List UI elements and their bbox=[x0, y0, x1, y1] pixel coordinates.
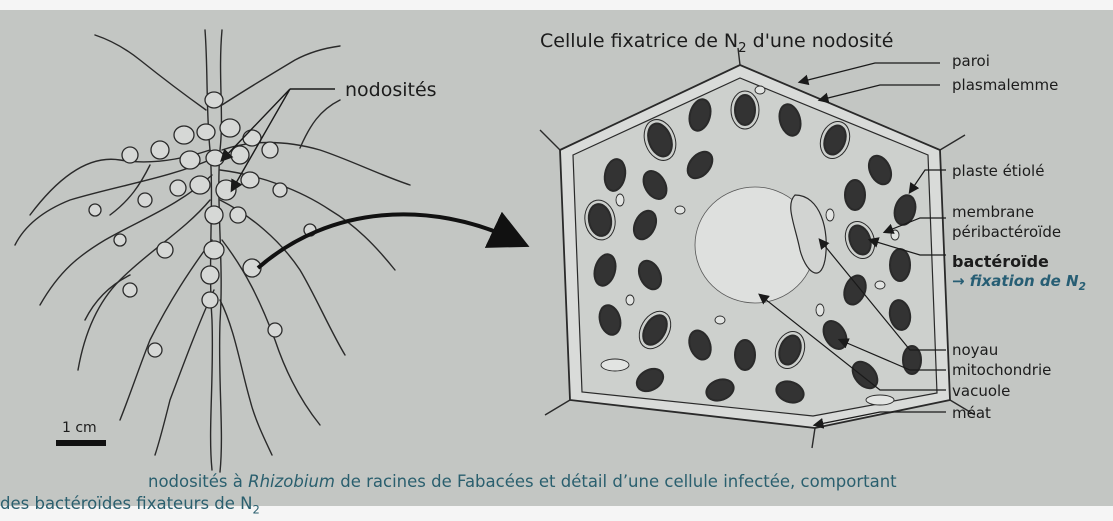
fixation-text: → fixation de N bbox=[952, 272, 1079, 290]
label-vacuole: vacuole bbox=[952, 382, 1010, 400]
label-membrane-1: membrane bbox=[952, 203, 1034, 221]
label-noyau: noyau bbox=[952, 341, 998, 359]
label-paroi: paroi bbox=[952, 52, 990, 70]
cell-title: Cellule fixatrice de N2 d'une nodosité bbox=[540, 30, 893, 56]
title-text: Cellule fixatrice de N bbox=[540, 30, 738, 52]
scale-label: 1 cm bbox=[62, 420, 97, 436]
label-meat: méat bbox=[952, 404, 991, 422]
label-bacteroide: bactéroïde bbox=[952, 253, 1049, 271]
label-fixation: → fixation de N2 bbox=[952, 272, 1086, 296]
caption-line2-sub: 2 bbox=[253, 502, 260, 516]
caption-part2: de racines de Fabacées et détail d’une c… bbox=[335, 472, 897, 491]
caption-line2-text: des bactéroïdes fixateurs de N bbox=[0, 494, 253, 513]
nodosites-pointers bbox=[222, 89, 335, 190]
caption-line-1: nodosités à Rhizobium de racines de Faba… bbox=[0, 471, 1110, 493]
label-mitochondrie: mitochondrie bbox=[952, 361, 1051, 379]
caption-italic: Rhizobium bbox=[248, 472, 335, 491]
label-membrane-2: péribactéroïde bbox=[952, 223, 1061, 241]
cell-drawing bbox=[540, 48, 975, 448]
label-plasmalemme: plasmalemme bbox=[952, 76, 1058, 94]
title-tail: d'une nodosité bbox=[747, 30, 894, 52]
figure-caption: nodosités à Rhizobium de racines de Faba… bbox=[0, 471, 1110, 520]
label-plaste: plaste étiolé bbox=[952, 162, 1044, 180]
caption-part1: nodosités à bbox=[148, 472, 248, 491]
caption-line-2: des bactéroïdes fixateurs de N2 bbox=[0, 493, 1110, 520]
label-nodosites: nodosités bbox=[345, 79, 437, 101]
scale-bar bbox=[56, 440, 106, 446]
title-sub: 2 bbox=[738, 41, 746, 56]
fixation-sub: 2 bbox=[1079, 281, 1086, 293]
